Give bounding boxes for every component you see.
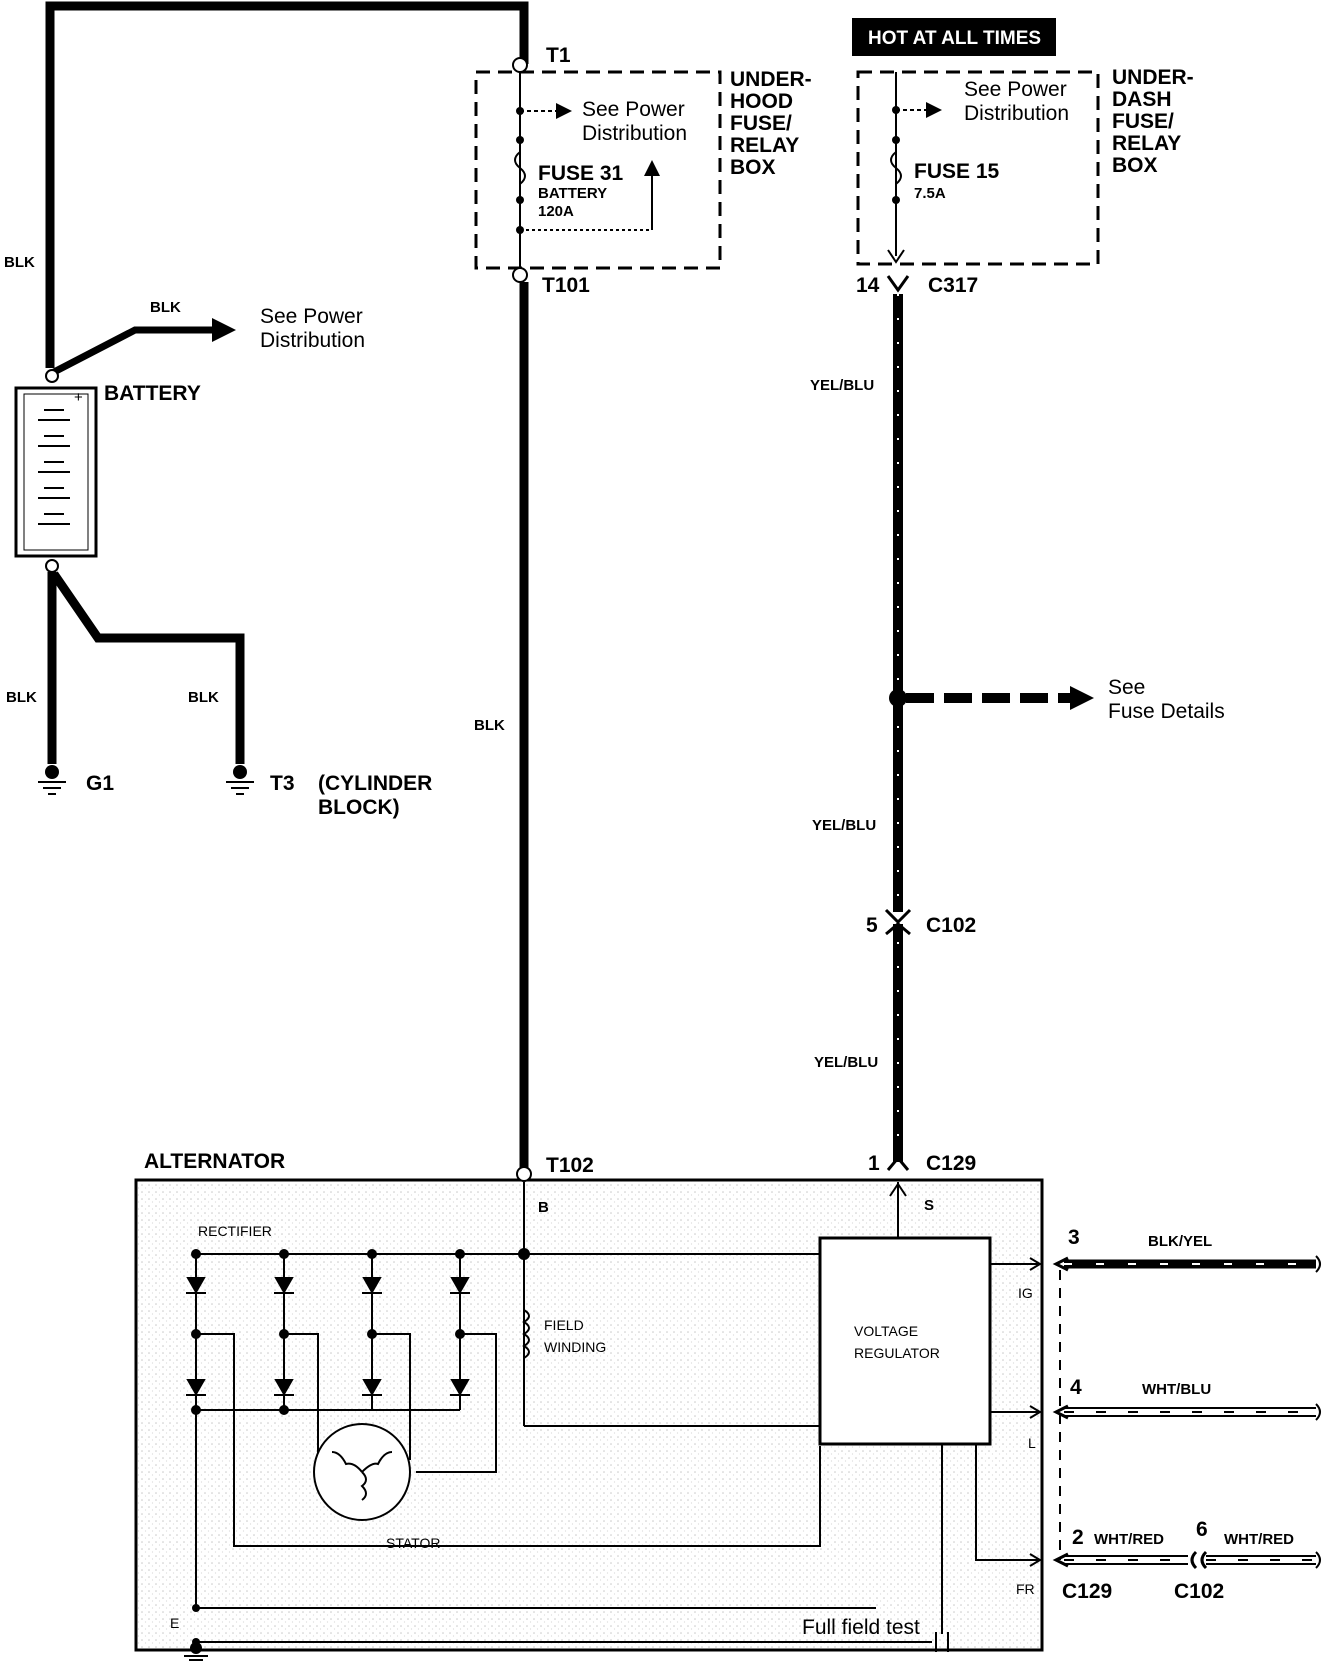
rectifier-label: RECTIFIER bbox=[198, 1223, 272, 1239]
connector-c102: 5 C102 bbox=[866, 908, 976, 937]
wire-label-yel-blu-1: YEL/BLU bbox=[810, 377, 874, 394]
arrow-power-distribution bbox=[212, 318, 236, 342]
wire-battery-to-t1 bbox=[45, 1, 529, 368]
ground-t3-label: T3 bbox=[270, 772, 295, 795]
field-winding-icon bbox=[522, 1309, 530, 1359]
fuse-31-sub: BATTERY bbox=[538, 185, 607, 202]
terminal-t1-label: T1 bbox=[546, 44, 571, 67]
underhood-box-l4: RELAY bbox=[730, 134, 799, 157]
underdash-fuse-box: HOT AT ALL TIMES See Power Distribution … bbox=[852, 18, 1194, 266]
pin-2-label: 2 bbox=[1072, 1526, 1084, 1549]
wire-label-blk-main: BLK bbox=[474, 717, 505, 734]
ground-icon-t3 bbox=[226, 765, 254, 795]
wire-label-yel-blu-3: YEL/BLU bbox=[814, 1054, 878, 1071]
terminal-s-label: S bbox=[924, 1197, 934, 1214]
alternator-title: ALTERNATOR bbox=[144, 1150, 285, 1173]
e-terminal-label: E bbox=[170, 1615, 179, 1631]
arrow-fuse-details bbox=[1070, 686, 1094, 710]
c317-label: C317 bbox=[928, 274, 978, 297]
pin-4-label: 4 bbox=[1070, 1376, 1082, 1399]
cylinder-block-label-l2: BLOCK) bbox=[318, 796, 400, 819]
fuse-15-label: FUSE 15 bbox=[914, 160, 1000, 183]
underdash-box-l2: DASH bbox=[1112, 88, 1172, 111]
wire-label-wht-blu: WHT/BLU bbox=[1142, 1381, 1211, 1398]
stator-label: STATOR bbox=[386, 1535, 440, 1551]
wire-label-wht-red-2: WHT/RED bbox=[1224, 1531, 1294, 1548]
wire-label-blk-top: BLK bbox=[4, 254, 35, 271]
underhood-see-power-l1: See Power bbox=[582, 98, 685, 121]
underdash-box-l4: RELAY bbox=[1112, 132, 1181, 155]
c317-pin: 14 bbox=[856, 274, 880, 297]
see-fuse-details-l1: See bbox=[1108, 676, 1145, 699]
ig-terminal-label: IG bbox=[1018, 1285, 1033, 1301]
wire-battery-to-t3 bbox=[50, 571, 245, 764]
wire-label-blk-t3: BLK bbox=[188, 689, 219, 706]
fuse-31-icon bbox=[514, 151, 526, 185]
see-power-distribution-battery-l2: Distribution bbox=[260, 329, 365, 352]
underdash-see-power-l2: Distribution bbox=[964, 102, 1069, 125]
underhood-box-l3: FUSE/ bbox=[730, 112, 792, 135]
underhood-box-l1: UNDER- bbox=[730, 68, 812, 91]
hot-at-all-times-banner: HOT AT ALL TIMES bbox=[868, 28, 1041, 49]
alternator: ALTERNATOR T102 B 1 C129 S RECTIFIER FIE… bbox=[134, 1150, 1044, 1661]
voltage-regulator-label-l2: REGULATOR bbox=[854, 1345, 940, 1361]
wire-label-yel-blu-2: YEL/BLU bbox=[812, 817, 876, 834]
underdash-see-power-l1: See Power bbox=[964, 78, 1067, 101]
underhood-box-l2: HOOD bbox=[730, 90, 793, 113]
fr-terminal-label: FR bbox=[1016, 1581, 1035, 1597]
wire-label-blk-g1: BLK bbox=[6, 689, 37, 706]
c129-label: C129 bbox=[926, 1152, 976, 1175]
ground-g1-label: G1 bbox=[86, 772, 114, 795]
l-terminal-label: L bbox=[1028, 1435, 1036, 1451]
underdash-box-l1: UNDER- bbox=[1112, 66, 1194, 89]
ground-icon-g1 bbox=[38, 765, 66, 795]
see-power-distribution-battery: See Power bbox=[260, 305, 363, 328]
pin-6-label: 6 bbox=[1196, 1518, 1208, 1541]
fuse-31-label: FUSE 31 bbox=[538, 162, 624, 185]
ground-icon-alternator bbox=[184, 1642, 208, 1661]
underdash-box-l3: FUSE/ bbox=[1112, 110, 1174, 133]
wire-label-blk-yel: BLK/YEL bbox=[1148, 1233, 1212, 1250]
svg-text:+: + bbox=[74, 389, 83, 406]
battery-section: BLK BLK See Power Distribution + BATTERY… bbox=[4, 1, 529, 819]
terminal-b-label: B bbox=[538, 1199, 549, 1216]
c129-bottom-label: C129 bbox=[1062, 1580, 1112, 1603]
underhood-see-power-l2: Distribution bbox=[582, 122, 687, 145]
terminal-t102-label: T102 bbox=[546, 1154, 594, 1177]
voltage-regulator-label-l1: VOLTAGE bbox=[854, 1323, 918, 1339]
underhood-box-l5: BOX bbox=[730, 156, 776, 179]
battery-label: BATTERY bbox=[104, 382, 201, 405]
wire-label-blk-branch: BLK bbox=[150, 299, 181, 316]
full-field-test-label: Full field test bbox=[802, 1616, 920, 1639]
field-winding-label-l2: WINDING bbox=[544, 1339, 606, 1355]
fuse-15-icon bbox=[890, 151, 902, 185]
terminal-t101-label: T101 bbox=[542, 274, 590, 297]
field-winding-label-l1: FIELD bbox=[544, 1317, 584, 1333]
fuse-15-rating: 7.5A bbox=[914, 185, 946, 202]
c102-bottom-label: C102 bbox=[1174, 1580, 1224, 1603]
see-fuse-details-l2: Fuse Details bbox=[1108, 700, 1225, 723]
cylinder-block-label: (CYLINDER bbox=[318, 772, 432, 795]
c102-label: C102 bbox=[926, 914, 976, 937]
c129-pin: 1 bbox=[868, 1152, 880, 1175]
wire-battery-branch bbox=[52, 326, 215, 376]
output-wires: 3 BLK/YEL 4 WHT/BLU 2 WHT/RED 6 WHT/RED … bbox=[1052, 1226, 1321, 1603]
voltage-regulator bbox=[818, 1236, 992, 1446]
underhood-fuse-box: T1 See Power Distribution FUSE 31 BATTER… bbox=[474, 44, 812, 297]
fuse-31-rating: 120A bbox=[538, 203, 574, 220]
wire-label-wht-red-1: WHT/RED bbox=[1094, 1531, 1164, 1548]
connector-c317: 14 C317 bbox=[856, 274, 978, 297]
underdash-box-l5: BOX bbox=[1112, 154, 1158, 177]
pin-3-label: 3 bbox=[1068, 1226, 1080, 1249]
c102-pin: 5 bbox=[866, 914, 878, 937]
